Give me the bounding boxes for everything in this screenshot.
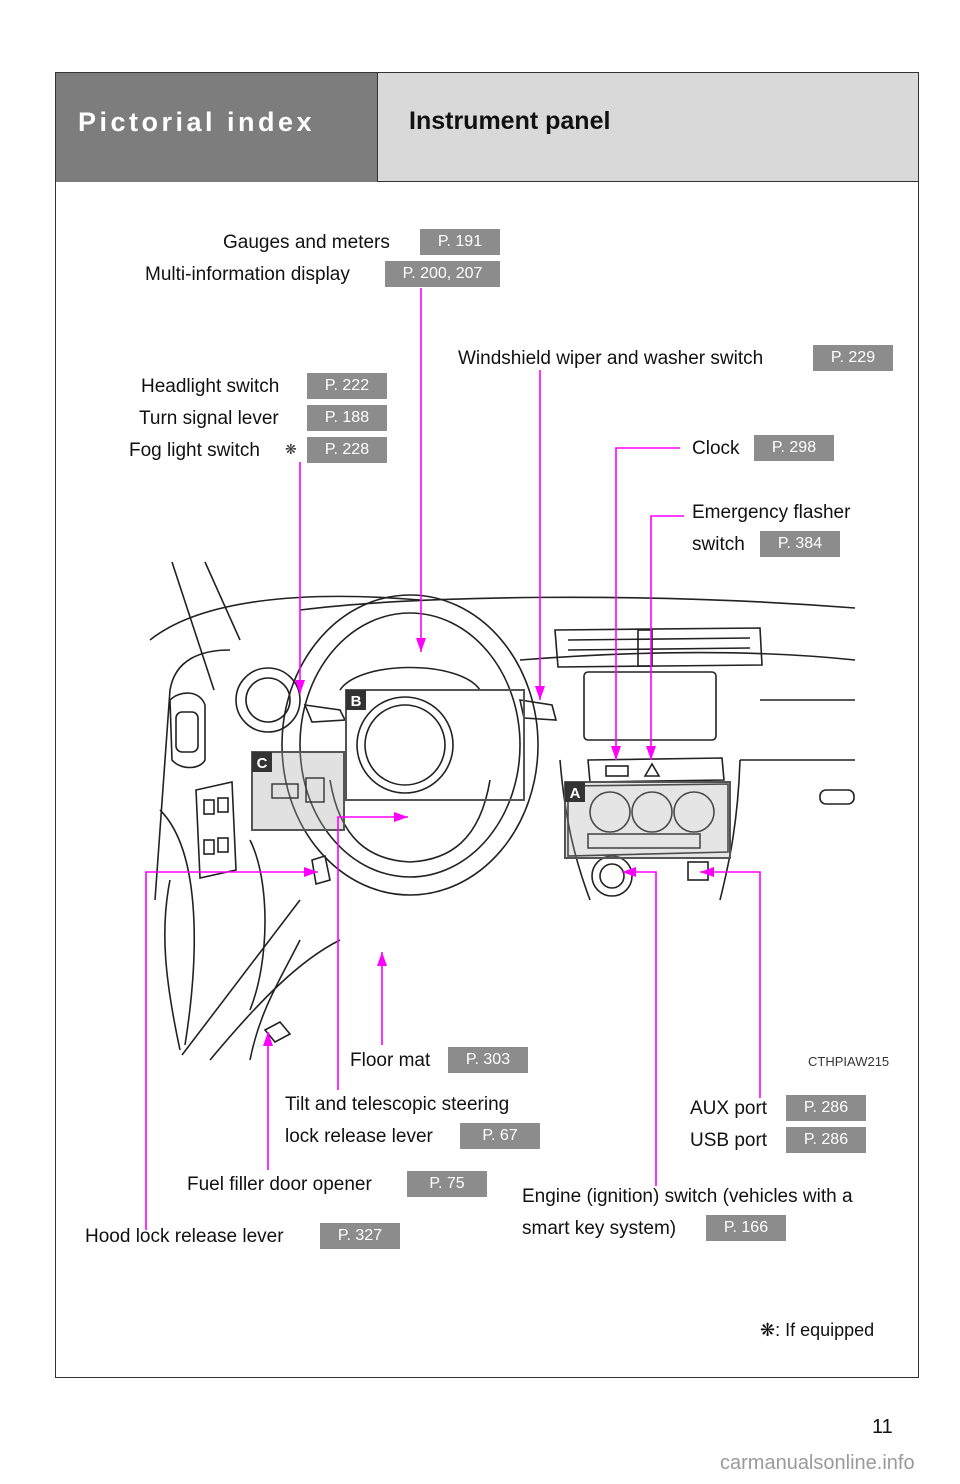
section-tab: Pictorial index <box>56 73 378 182</box>
emergency-label-line2: switch <box>692 534 745 555</box>
fuel-label: Fuel filler door opener <box>187 1174 372 1195</box>
leader-arrowheads <box>263 638 714 1046</box>
marker-c: C <box>252 752 272 772</box>
leader-clock <box>615 447 680 760</box>
hood-page-ref[interactable]: P. 327 <box>320 1223 400 1249</box>
tilt-label-line2: lock release lever <box>285 1126 433 1147</box>
leader-aux-usb <box>700 871 761 1098</box>
multi-info-label: Multi-information display <box>145 264 350 285</box>
inset-box-b <box>345 689 525 801</box>
watermark: carmanualsonline.info <box>720 1452 915 1474</box>
gauges-label: Gauges and meters <box>223 232 390 253</box>
clock-label: Clock <box>692 438 740 459</box>
inset-box-a <box>564 781 731 859</box>
leader-hood <box>145 871 318 1230</box>
page-heading-bar: Instrument panel <box>378 73 918 182</box>
tilt-page-ref[interactable]: P. 67 <box>460 1123 540 1149</box>
page-heading: Instrument panel <box>409 107 611 135</box>
tilt-label-line1: Tilt and telescopic steering <box>285 1094 510 1115</box>
hood-label: Hood lock release lever <box>85 1226 284 1247</box>
page-number: 11 <box>872 1416 893 1438</box>
marker-a: A <box>565 782 585 802</box>
wiper-label: Windshield wiper and washer switch <box>458 348 764 369</box>
svg-text:B: B <box>351 693 362 710</box>
wiper-page-ref[interactable]: P. 229 <box>813 345 893 371</box>
footnote-text: : If equipped <box>775 1320 875 1340</box>
turn-signal-label: Turn signal lever <box>139 408 279 429</box>
leader-tilt <box>337 816 408 1090</box>
image-code: CTHPIAW215 <box>808 1054 890 1069</box>
aux-label: AUX port <box>690 1098 768 1119</box>
page-frame: Pictorial index Instrument panel <box>55 72 919 1378</box>
dashboard-illustration <box>149 561 856 1061</box>
svg-text:A: A <box>570 785 581 802</box>
fuel-page-ref[interactable]: P. 75 <box>407 1171 487 1197</box>
aux-page-ref[interactable]: P. 286 <box>786 1095 866 1121</box>
usb-page-ref[interactable]: P. 286 <box>786 1127 866 1153</box>
footnote-asterisk: ❋ <box>760 1320 776 1340</box>
svg-text:C: C <box>257 755 268 772</box>
leader-engine <box>622 871 657 1186</box>
section-title: Pictorial index <box>78 107 316 137</box>
turn-signal-page-ref[interactable]: P. 188 <box>307 405 387 431</box>
usb-label: USB port <box>690 1130 768 1151</box>
engine-label-line2: smart key system) <box>522 1218 677 1239</box>
fog-light-label: Fog light switch <box>129 440 260 461</box>
floor-mat-page-ref[interactable]: P. 303 <box>448 1047 528 1073</box>
headlight-label: Headlight switch <box>141 376 280 397</box>
gauges-page-ref[interactable]: P. 191 <box>420 229 500 255</box>
fog-light-page-ref[interactable]: P. 228 <box>307 437 387 463</box>
clock-page-ref[interactable]: P. 298 <box>754 435 834 461</box>
headlight-page-ref[interactable]: P. 222 <box>307 373 387 399</box>
engine-page-ref[interactable]: P. 166 <box>706 1215 786 1241</box>
leader-lines <box>145 288 761 1230</box>
emergency-label-line1: Emergency flasher <box>692 502 851 523</box>
marker-b: B <box>346 690 366 710</box>
leader-emergency <box>650 515 684 760</box>
emergency-page-ref[interactable]: P. 384 <box>760 531 840 557</box>
if-equipped-asterisk: ❋ <box>285 441 297 457</box>
engine-label-line1: Engine (ignition) switch (vehicles with … <box>522 1186 853 1207</box>
floor-mat-label: Floor mat <box>350 1050 431 1071</box>
multi-info-page-ref[interactable]: P. 200, 207 <box>385 261 500 287</box>
footnote: ❋: If equipped <box>760 1320 874 1341</box>
